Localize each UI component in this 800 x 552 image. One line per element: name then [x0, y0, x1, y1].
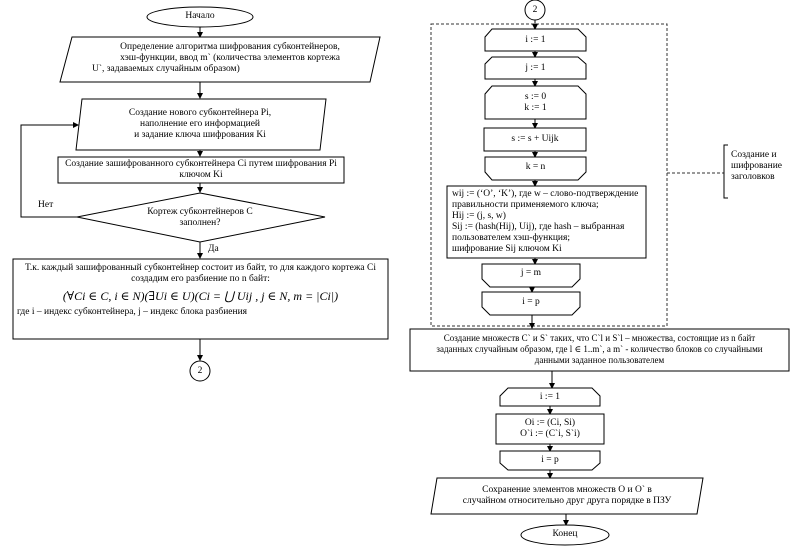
partition-process — [12, 258, 389, 340]
loop-j-start-label: j := 1 — [525, 63, 546, 73]
loop-k-start — [484, 85, 587, 120]
header-line-6: шифрование Sij ключом Ki — [452, 244, 562, 254]
save-text: Сохранение элементов множеств O и O` в с… — [437, 485, 697, 507]
assign-o-line-2: O`i := (C`i, S`i) — [520, 429, 580, 439]
connector-right-label: 2 — [532, 5, 538, 15]
decision-line-2: заполнен? — [179, 218, 221, 228]
save-parallelogram — [430, 477, 704, 515]
partition-line-1: Т.к. каждый зашифрованный субконтейнер с… — [25, 263, 376, 273]
header-line-1: wij := (‘O’, ‘K’), где w – слово-подтвер… — [452, 189, 639, 199]
init-text: s := 0 k := 1 — [485, 92, 586, 114]
assign-o-line-1: Oi := (Ci, Si) — [524, 418, 576, 428]
decision-text: Кортеж субконтейнеров C заполнен? — [120, 207, 280, 229]
create-sub-line-1: Создание нового субконтейнера Pi, — [128, 108, 272, 118]
assign-o-process — [495, 413, 605, 445]
accumulate-label: s := s + Uijk — [511, 134, 559, 144]
define-line-3: U`, задаваемых случайным образом) — [92, 64, 240, 74]
loop-k-end — [484, 156, 587, 181]
end-terminator — [520, 524, 610, 546]
connector-2-left — [189, 360, 211, 382]
encrypt-line-1: Создание зашифрованного субконтейнера Ci… — [65, 159, 337, 169]
save-line-1: Сохранение элементов множеств O и O` в — [482, 485, 652, 495]
loop-k-end-label: k = n — [525, 162, 546, 172]
decision-line-1: Кортеж субконтейнеров C — [147, 207, 253, 217]
loop-i-end-label: i = p — [522, 297, 540, 307]
create-sets-line-1: Создание множеств C` и S` таких, что C`l… — [443, 333, 756, 343]
init-k: k := 1 — [524, 103, 547, 113]
partition-text: Т.к. каждый зашифрованный субконтейнер с… — [13, 263, 388, 318]
connector-left-label: 2 — [197, 366, 203, 376]
headers-dashed-group — [430, 23, 668, 327]
annotation-line-1: Создание и — [731, 150, 777, 160]
annotation-line-3: заголовков — [731, 172, 775, 182]
decision-yes-label: Да — [208, 244, 219, 254]
loop-i-start — [484, 28, 587, 52]
loop2-start — [499, 387, 601, 407]
create-sub-parallelogram — [75, 98, 327, 151]
encrypt-line-2: ключом Ki — [179, 170, 223, 180]
partition-line-2: создадим его разбиение по n байт: — [131, 274, 270, 284]
header-process — [446, 185, 647, 259]
encrypt-text: Создание зашифрованного субконтейнера Ci… — [58, 159, 344, 181]
annotation-bracket — [723, 144, 728, 199]
loop-j-end — [481, 263, 581, 288]
create-sets-line-2: заданных случайным образом, где l ∈ 1..m… — [436, 344, 763, 354]
header-line-2: правильности применяемого ключа; — [452, 200, 599, 210]
loop-i-end — [481, 291, 581, 316]
assign-o-text: Oi := (Ci, Si) O`i := (C`i, S`i) — [496, 418, 604, 440]
loop2-end — [499, 450, 601, 471]
header-line-4: Sij := (hash(Hij), Uij), где hash – выбр… — [452, 222, 625, 232]
partition-formula: (∀Ci ∈ C, i ∈ N)(∃Ui ∈ U)(Ci = ⋃ Uij , j… — [62, 289, 339, 303]
decision-no-label: Нет — [38, 200, 54, 210]
define-parallelogram — [59, 36, 381, 83]
init-s: s := 0 — [524, 92, 547, 102]
create-sets-line-3: данными заданное пользователем — [534, 355, 665, 365]
define-text: Определение алгоритма шифрования субконт… — [80, 42, 380, 75]
create-sub-line-2: наполнение его информацией — [140, 119, 260, 129]
define-line-2: хэш-функции, ввод m` (количества элемент… — [120, 53, 340, 63]
encrypt-process — [57, 156, 345, 184]
annotation-line-2: шифрование — [731, 161, 783, 171]
end-label: Конец — [552, 529, 578, 539]
partition-note: где i – индекс субконтейнера, j – индекс… — [17, 307, 248, 317]
create-sub-line-3: и задание ключа шифрования Ki — [134, 130, 266, 140]
define-line-1: Определение алгоритма шифрования субконт… — [120, 42, 340, 52]
create-sets-text: Создание множеств C` и S` таких, что C`l… — [410, 333, 789, 366]
create-sub-text: Создание нового субконтейнера Pi, наполн… — [100, 108, 300, 141]
loop-j-start — [484, 56, 587, 80]
header-line-3: Hij := (j, s, w) — [452, 211, 506, 221]
save-line-2: случайном относительно друг друга порядк… — [462, 496, 672, 506]
header-text: wij := (‘O’, ‘K’), где w – слово-подтвер… — [452, 189, 644, 255]
loop-i-start-label: i := 1 — [525, 35, 546, 45]
loop2-end-label: i = p — [541, 455, 559, 465]
annotation-text: Создание и шифрование заголовков — [731, 150, 782, 183]
header-line-5: пользователем хэш-функция; — [452, 233, 570, 243]
loop2-start-label: i := 1 — [539, 392, 561, 402]
create-sets-process — [409, 328, 790, 372]
start-label: Начало — [185, 11, 215, 21]
loop-j-end-label: j = m — [520, 268, 542, 278]
no-loop-line — [20, 122, 79, 218]
